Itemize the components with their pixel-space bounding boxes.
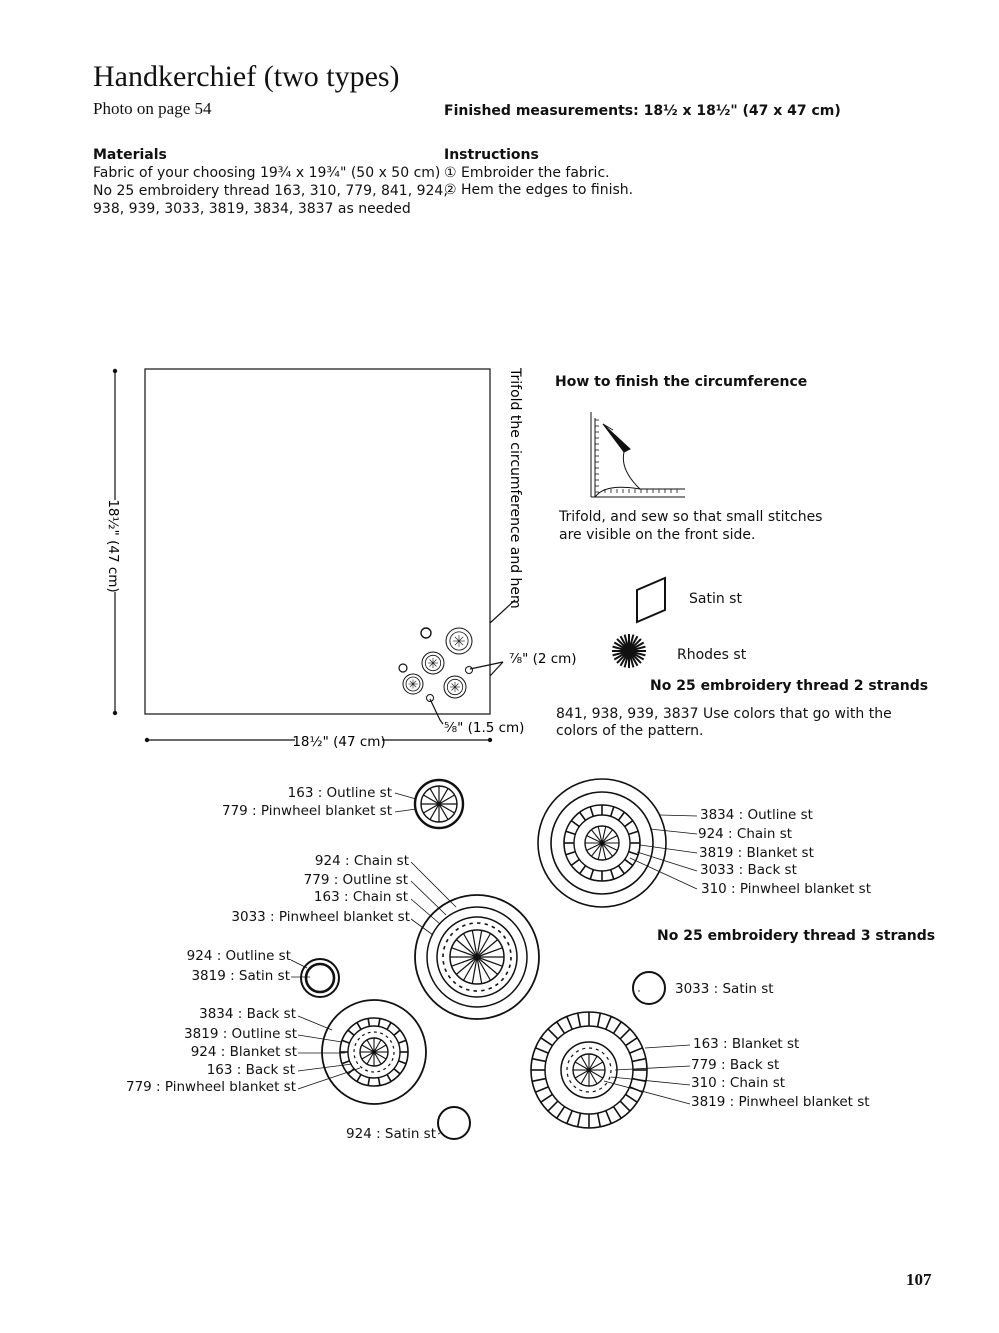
finished-measurements: Finished measurements: 18½ x 18½" (47 x …	[444, 103, 841, 119]
motif-6-label-4: 163 : Back st	[206, 1062, 295, 1078]
motif-7-label-2: 779 : Back st	[691, 1057, 780, 1073]
instruction-step-1: ① Embroider the fabric.	[444, 165, 610, 181]
motif-7-label-1: 163 : Blanket st	[693, 1036, 800, 1052]
motif-5	[632, 971, 666, 1005]
rhodes-stitch-icon	[612, 634, 646, 668]
motif-3	[414, 894, 540, 1020]
offset-bottom-leader	[429, 698, 444, 725]
satin-stitch-icon	[636, 576, 666, 624]
offset-right-label: ⅞" (2 cm)	[509, 651, 577, 667]
two-strands-note: No 25 embroidery thread 2 strands	[650, 678, 929, 694]
instructions-heading: Instructions	[444, 147, 539, 163]
motif-8-label-1: 924 : Satin st	[346, 1126, 436, 1142]
motif-2-label-3: 3819 : Blanket st	[699, 845, 814, 861]
handkerchief-outline	[144, 368, 491, 715]
motif-6-label-3: 924 : Blanket st	[190, 1044, 297, 1060]
motif-6-label-2: 3819 : Outline st	[184, 1026, 297, 1042]
photo-reference: Photo on page 54	[93, 99, 212, 118]
hem-leader	[489, 599, 516, 624]
hem-fold-illustration	[590, 412, 685, 498]
motif-1	[413, 778, 465, 830]
bottom-dimension-label: 18½" (47 cm)	[292, 734, 385, 750]
motif-3-label-2: 779 : Outline st	[303, 872, 408, 888]
motif-4-label-1: 924 : Outline st	[186, 948, 291, 964]
page-title: Handkerchief (two types)	[93, 60, 400, 93]
satin-stitch-label: Satin st	[689, 591, 742, 607]
motif-1-label-2: 779 : Pinwheel blanket st	[221, 803, 392, 819]
materials-line-2: No 25 embroidery thread 163, 310, 779, 8…	[93, 183, 448, 199]
materials-line-3: 938, 939, 3033, 3819, 3834, 3837 as need…	[93, 201, 411, 217]
hem-label: Trifold the circumference and hem	[507, 367, 523, 609]
finish-description-2: are visible on the front side.	[559, 527, 756, 543]
colors-note-1: 841, 938, 939, 3837 Use colors that go w…	[556, 706, 892, 722]
motif-3-label-1: 924 : Chain st	[314, 853, 409, 869]
motif-6-label-1: 3834 : Back st	[199, 1006, 296, 1022]
motif-2-label-5: 310 : Pinwheel blanket st	[701, 881, 872, 897]
motif-3-label-4: 3033 : Pinwheel blanket st	[231, 909, 410, 925]
motif-8	[437, 1106, 471, 1140]
finish-description-1: Trifold, and sew so that small stitches	[559, 509, 823, 525]
offset-bottom-label: ⅝" (1.5 cm)	[444, 720, 524, 736]
three-strands-note: No 25 embroidery thread 3 strands	[657, 928, 936, 944]
motif-2-label-2: 924 : Chain st	[698, 826, 793, 842]
motif-5-label-1: 3033 : Satin st	[675, 981, 774, 997]
motif-2-label-4: 3033 : Back st	[700, 862, 797, 878]
motif-1-label-1: 163 : Outline st	[287, 785, 392, 801]
motif-6-label-5: 779 : Pinwheel blanket st	[125, 1079, 296, 1095]
motif-4-label-2: 3819 : Satin st	[191, 968, 290, 984]
materials-heading: Materials	[93, 147, 167, 163]
offset-right-leader	[469, 661, 504, 677]
motif-7-label-3: 310 : Chain st	[691, 1075, 786, 1091]
finish-heading: How to finish the circumference	[555, 374, 808, 390]
motif-7-label-4: 3819 : Pinwheel blanket st	[691, 1094, 870, 1110]
motif-4	[300, 958, 340, 998]
motif-6	[321, 999, 427, 1105]
instruction-step-2: ② Hem the edges to finish.	[444, 182, 634, 198]
colors-note-2: colors of the pattern.	[556, 723, 704, 739]
motif-2-label-1: 3834 : Outline st	[700, 807, 813, 823]
page-number: 107	[906, 1270, 932, 1289]
motif-2	[537, 778, 667, 908]
side-dimension-label: 18½" (47 cm)	[105, 499, 121, 592]
materials-line-1: Fabric of your choosing 19¾ x 19¾" (50 x…	[93, 165, 441, 181]
motif-7	[530, 1011, 648, 1129]
rhodes-stitch-label: Rhodes st	[677, 647, 747, 663]
motif-3-label-3: 163 : Chain st	[313, 889, 408, 905]
